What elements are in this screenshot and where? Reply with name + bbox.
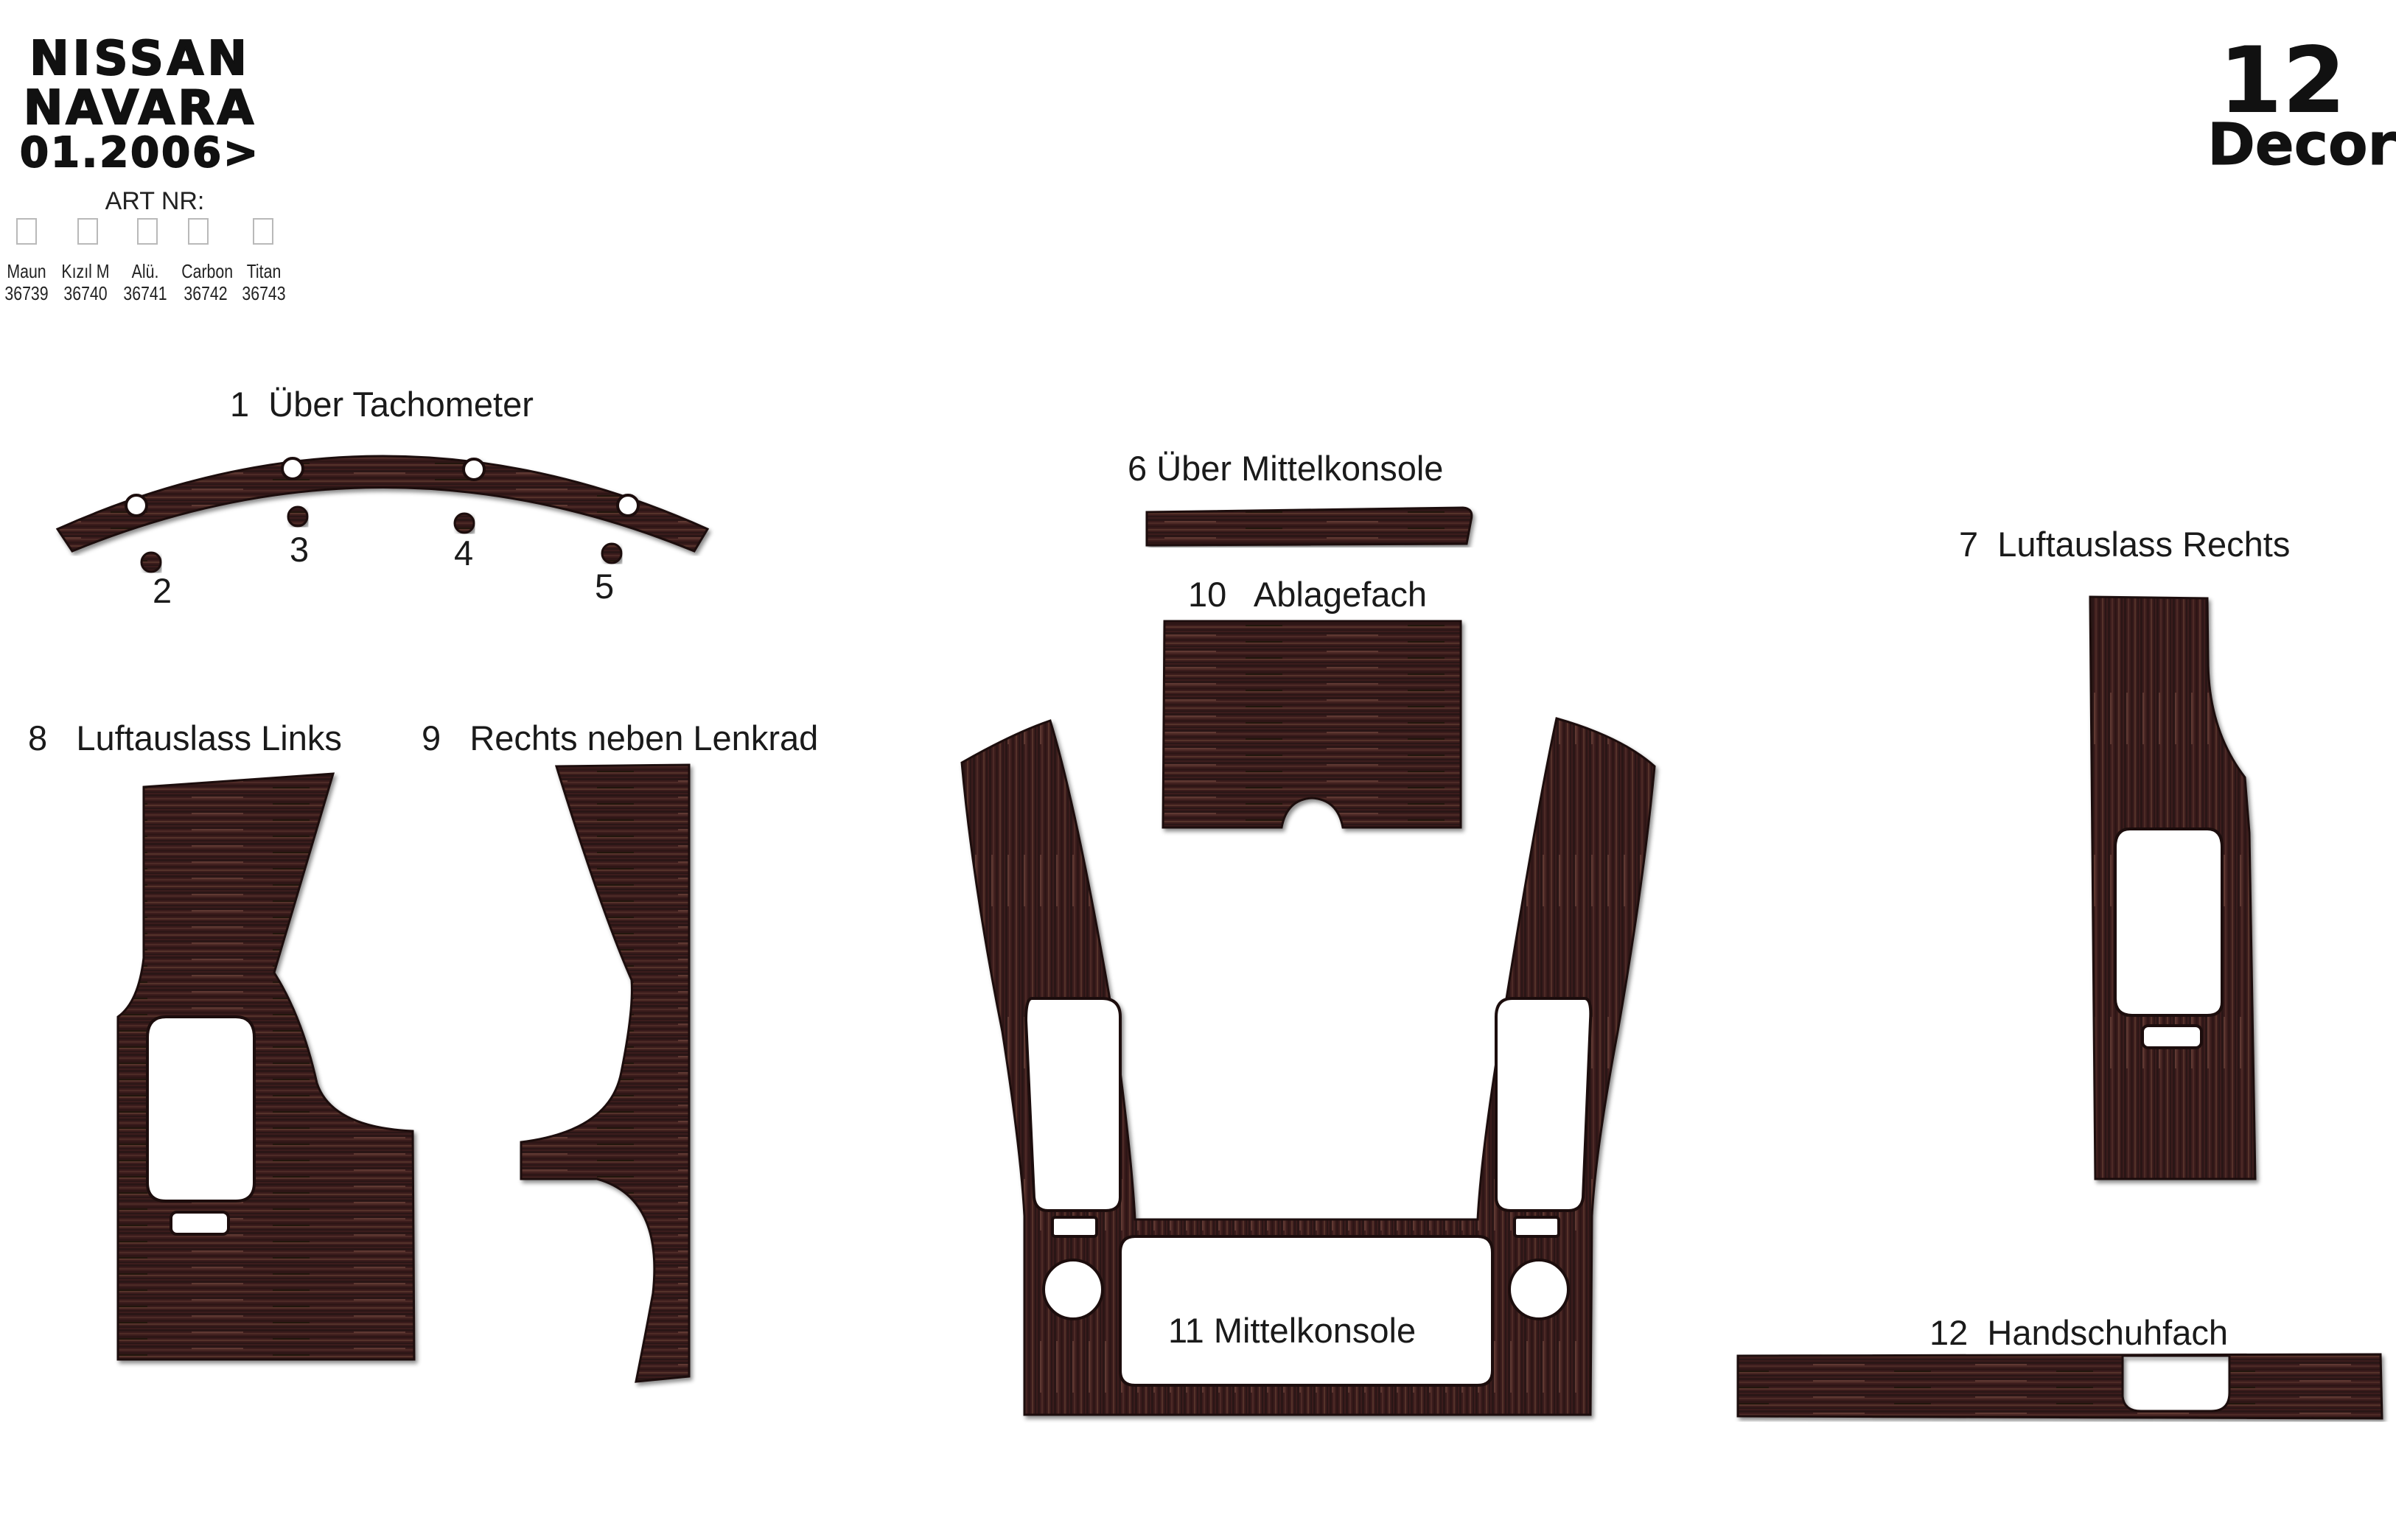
swatch-code: 36740 [63, 282, 108, 304]
piece-count-label: Decor [2207, 112, 2396, 178]
swatch-checkbox-maun[interactable] [16, 218, 37, 245]
part-8-shape [116, 772, 416, 1361]
swatch-code: 36742 [184, 282, 228, 304]
swatch-name: Alü. [131, 260, 159, 282]
part-label: 2 [153, 571, 172, 610]
part-label: 8 Luftauslass Links [28, 718, 342, 757]
brand-model: NAVARA [23, 81, 257, 136]
swatch-checkbox-carbon[interactable] [188, 218, 209, 245]
swatch-name: Maun [7, 260, 46, 282]
part-label: 1 Über Tachometer [230, 385, 534, 424]
swatch-checkbox-alu[interactable] [137, 218, 158, 245]
part-label: 11 Mittelkonsole [1168, 1311, 1417, 1350]
part-6-shape [1145, 506, 1473, 547]
swatch-code: 36743 [242, 282, 286, 304]
part-label: 3 [290, 530, 310, 569]
part-5-cap [601, 542, 623, 564]
part-1-shape [55, 455, 710, 553]
part-label: 7 Luftauslass Rechts [1959, 525, 2291, 564]
part-7-shape [2089, 595, 2257, 1180]
part-label: 4 [454, 533, 474, 573]
brand-year: 01.2006> [19, 129, 260, 177]
part-label: 12 Handschuhfach [1929, 1313, 2229, 1352]
part-label: 5 [595, 567, 615, 606]
swatch-name: Titan [246, 260, 282, 282]
swatch-name: Kızıl M [61, 260, 110, 282]
part-12-shape [1736, 1353, 2383, 1420]
swatch-name: Carbon [181, 260, 234, 282]
swatch-checkbox-kizil[interactable] [77, 218, 98, 245]
part-2-cap [140, 551, 162, 573]
art-number-label: ART NR: [105, 187, 205, 215]
part-label: 10 Ablagefach [1188, 575, 1428, 614]
piece-count-number: 12 [2218, 28, 2346, 134]
brand-make: NISSAN [29, 32, 251, 86]
part-label: 9 Rechts neben Lenkrad [422, 718, 819, 757]
swatch-code: 36739 [4, 282, 49, 304]
part-4-cap [453, 512, 475, 534]
swatch-code: 36741 [123, 282, 167, 304]
swatch-checkbox-titan[interactable] [253, 218, 273, 245]
part-3-cap [287, 505, 309, 528]
part-11-shape [960, 717, 1656, 1416]
part-10-shape [1162, 620, 1462, 829]
part-9-shape [520, 763, 691, 1383]
part-label: 6 Über Mittelkonsole [1128, 449, 1444, 488]
